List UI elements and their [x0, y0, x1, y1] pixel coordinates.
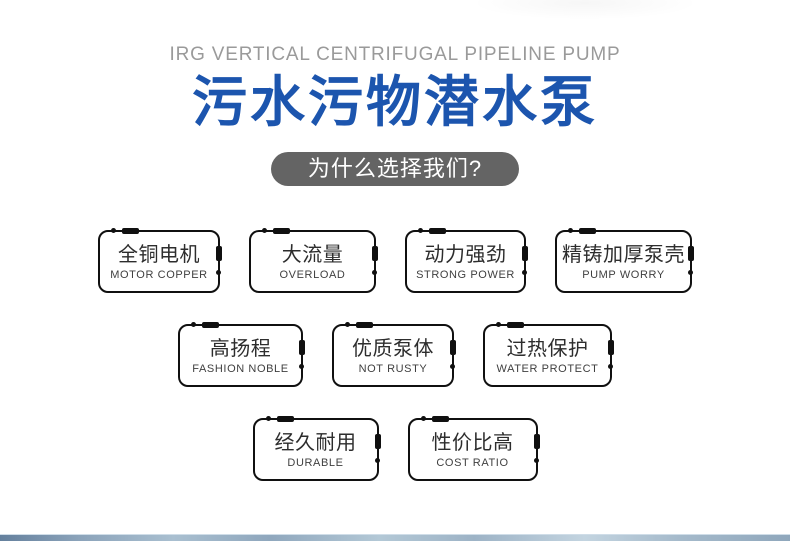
feature-badge-motor-copper: 全铜电机 MOTOR COPPER: [98, 228, 222, 293]
badge-dot-topleft-icon: [191, 322, 196, 327]
badge-dot-right-icon: [372, 270, 377, 275]
feature-row-1: 全铜电机 MOTOR COPPER 大流量 OVERLOAD 动力强劲 STRO…: [0, 228, 790, 293]
badge-dash-top-icon: [429, 228, 446, 234]
badge-dot-topleft-icon: [262, 228, 267, 233]
feature-title-zh: 性价比高: [431, 431, 514, 454]
badge-dot-topleft-icon: [345, 322, 350, 327]
feature-row-3: 经久耐用 DURABLE 性价比高 COST RATIO: [0, 416, 790, 481]
header: IRG VERTICAL CENTRIFUGAL PIPELINE PUMP 污…: [0, 44, 790, 186]
badge-dash-right-icon: [374, 434, 381, 449]
feature-title-zh: 经久耐用: [274, 431, 357, 454]
badge-dash-top-icon: [431, 416, 449, 422]
feature-badge-thick-pump-casing: 精铸加厚泵壳 PUMP WORRY: [555, 228, 694, 293]
badge-dot-topleft-icon: [420, 416, 426, 421]
badge-dash-top-icon: [202, 322, 219, 328]
page-title: 污水污物潜水泵: [191, 71, 598, 133]
feature-title-zh: 优质泵体: [352, 337, 434, 360]
feature-badge-durable: 经久耐用 DURABLE: [252, 416, 381, 481]
badge-dot-right-icon: [450, 364, 455, 369]
feature-title-en: COST RATIO: [436, 456, 509, 469]
badge-dash-top-icon: [356, 322, 373, 328]
feature-title-zh: 过热保护: [506, 337, 589, 360]
badge-dash-right-icon: [608, 340, 614, 355]
feature-title-en: OVERLOAD: [279, 268, 346, 281]
feature-title-en: WATER PROTECT: [496, 362, 599, 375]
feature-title-zh: 高扬程: [209, 337, 272, 360]
feature-title-en: NOT RUSTY: [358, 362, 428, 375]
badge-dot-topleft-icon: [265, 416, 271, 421]
badge-dot-right-icon: [374, 458, 380, 463]
feature-title-en: MOTOR COPPER: [110, 268, 208, 281]
badge-dash-right-icon: [688, 246, 694, 261]
feature-badge-cost-ratio: 性价比高 COST RATIO: [407, 416, 540, 481]
feature-badge-overload: 大流量 OVERLOAD: [249, 228, 378, 293]
badge-dash-top-icon: [507, 322, 524, 328]
feature-badge-overheat-protection: 过热保护 WATER PROTECT: [483, 322, 614, 387]
badge-dash-right-icon: [450, 340, 456, 355]
badge-dash-top-icon: [579, 228, 596, 234]
feature-title-en: FASHION NOBLE: [192, 362, 289, 375]
badge-dot-right-icon: [608, 364, 613, 369]
badge-dot-topleft-icon: [496, 322, 501, 327]
feature-badges: 全铜电机 MOTOR COPPER 大流量 OVERLOAD 动力强劲 STRO…: [0, 228, 790, 481]
feature-title-zh: 大流量: [281, 243, 344, 266]
feature-title-en: PUMP WORRY: [582, 268, 665, 281]
badge-dash-top-icon: [273, 228, 290, 234]
badge-dot-right-icon: [533, 458, 539, 463]
feature-title-en: STRONG POWER: [416, 268, 515, 281]
watermark-smudge: [470, 0, 700, 20]
feature-title-zh: 全铜电机: [118, 243, 200, 266]
badge-dot-right-icon: [688, 270, 693, 275]
badge-dash-top-icon: [276, 416, 294, 422]
badge-dot-topleft-icon: [418, 228, 423, 233]
feature-title-zh: 精铸加厚泵壳: [562, 243, 685, 266]
badge-dash-right-icon: [299, 340, 305, 355]
badge-dash-right-icon: [372, 246, 378, 261]
badge-dash-top-icon: [122, 228, 139, 234]
feature-title-zh: 动力强劲: [424, 243, 507, 266]
badge-dot-right-icon: [299, 364, 304, 369]
feature-badge-high-lift: 高扬程 FASHION NOBLE: [178, 322, 305, 387]
header-subtitle: IRG VERTICAL CENTRIFUGAL PIPELINE PUMP: [169, 44, 621, 65]
badge-dot-topleft-icon: [111, 228, 116, 233]
feature-badge-strong-power: 动力强劲 STRONG POWER: [405, 228, 528, 293]
bottom-photo-strip: [0, 534, 790, 541]
why-choose-us-banner: 为什么选择我们?: [270, 152, 520, 186]
badge-dot-right-icon: [216, 270, 221, 275]
badge-dash-right-icon: [216, 246, 222, 261]
badge-dash-right-icon: [533, 434, 540, 449]
badge-dot-right-icon: [522, 270, 527, 275]
banner-wrap: 为什么选择我们?: [0, 152, 790, 186]
badge-dash-right-icon: [522, 246, 528, 261]
feature-badge-quality-pump-body: 优质泵体 NOT RUSTY: [332, 322, 456, 387]
feature-title-en: DURABLE: [287, 456, 344, 469]
badge-dot-topleft-icon: [568, 228, 573, 233]
feature-row-2: 高扬程 FASHION NOBLE 优质泵体 NOT RUSTY 过热保护 WA…: [0, 322, 790, 387]
